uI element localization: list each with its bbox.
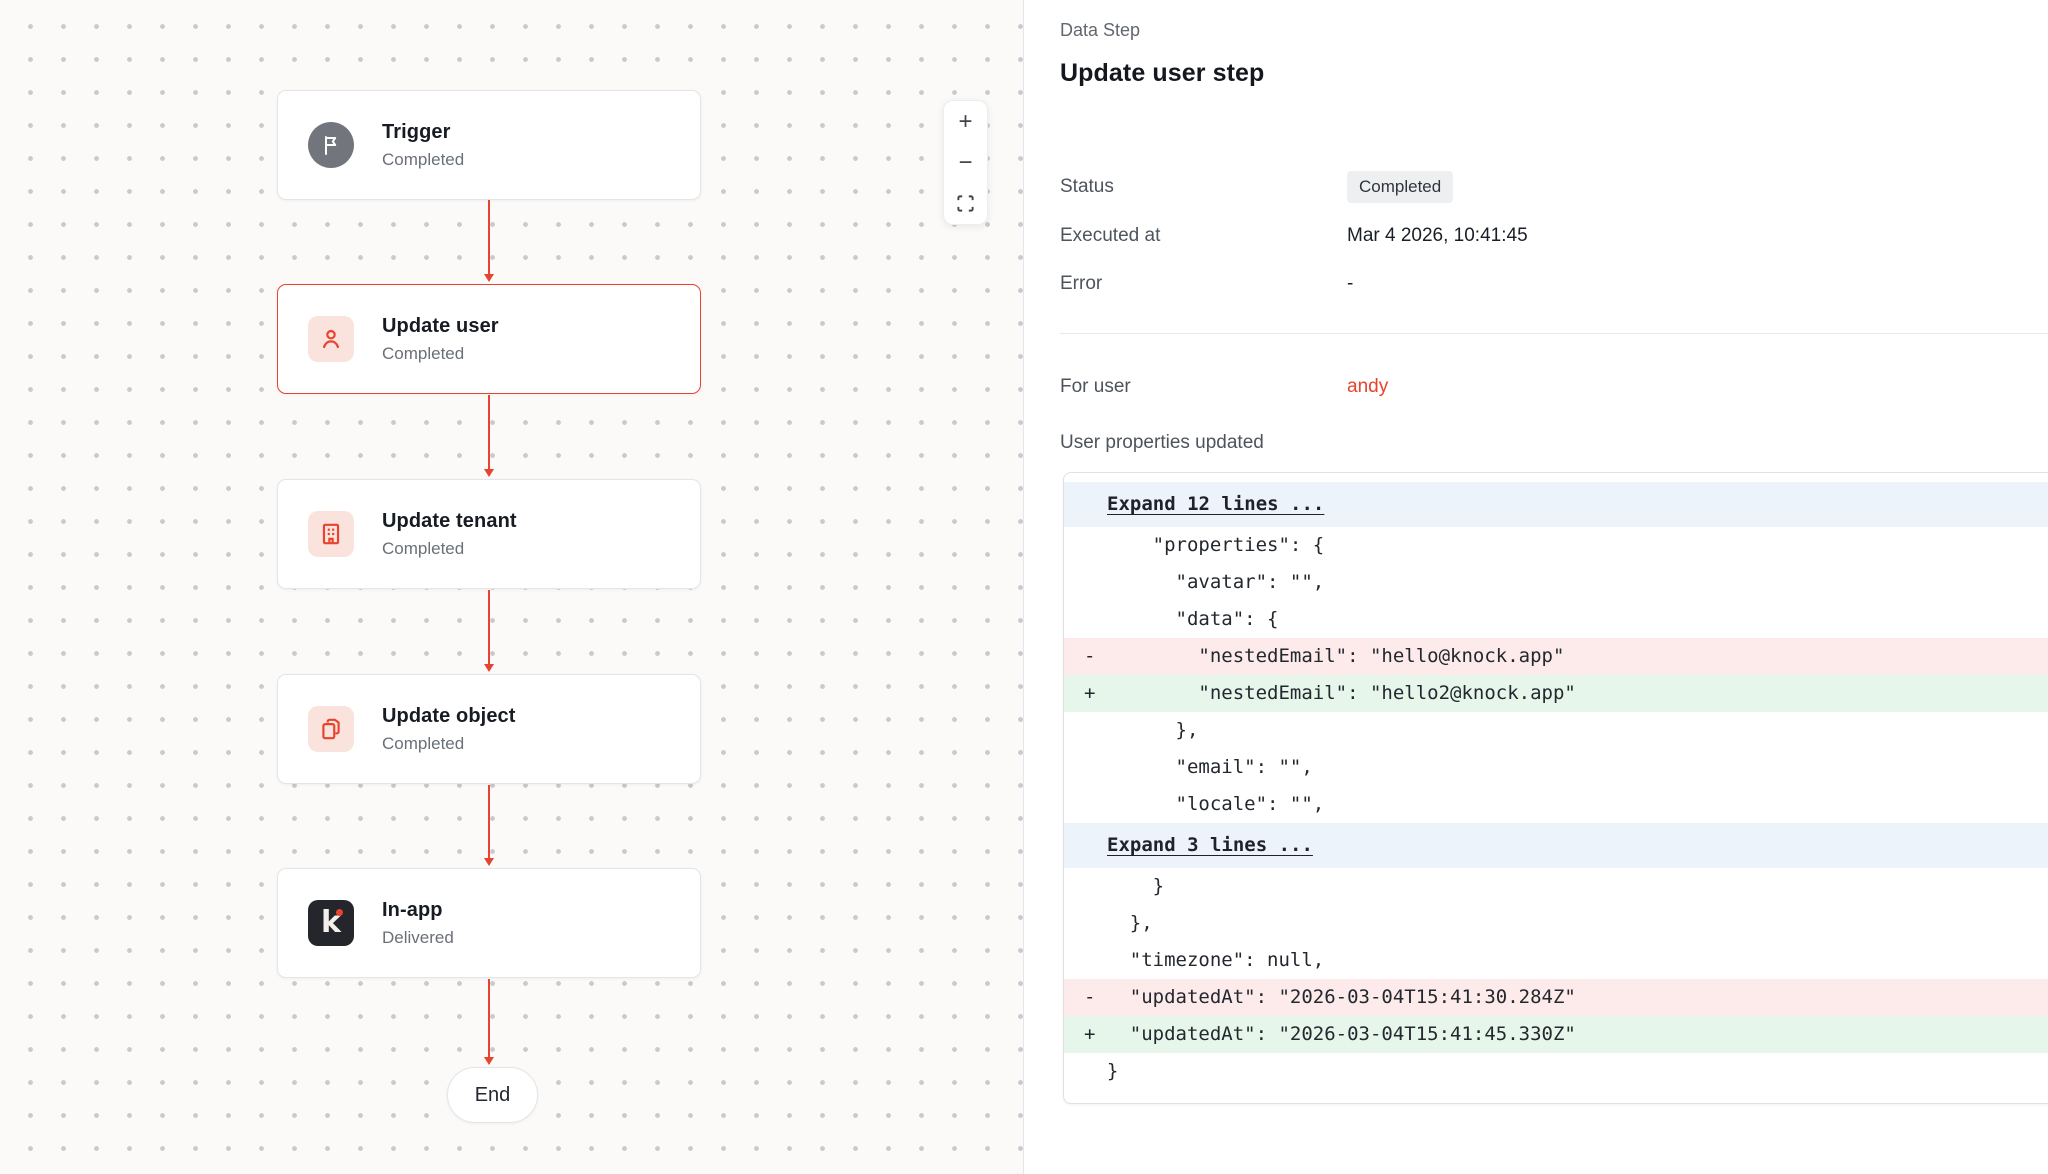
flow-connector [483, 395, 494, 477]
node-update-tenant[interactable]: Update tenant Completed [277, 479, 701, 589]
node-in-app[interactable]: k In-app Delivered [277, 868, 701, 978]
step-detail-panel: Data Step Update user step Status Comple… [1024, 0, 2048, 1174]
node-status: Delivered [382, 927, 454, 947]
zoom-in-button[interactable]: + [944, 101, 987, 142]
diff-context-row: "properties": { [1084, 534, 1325, 556]
flag-icon [308, 122, 354, 168]
zoom-toolbar: + − [943, 100, 988, 225]
user-properties-diff: Expand 12 lines ... "properties": { "ava… [1063, 472, 2048, 1104]
flow-connector [483, 590, 494, 672]
node-status: Completed [382, 149, 465, 169]
node-status: Completed [382, 343, 465, 363]
error-value: - [1347, 273, 1354, 294]
user-link[interactable]: andy [1347, 376, 1389, 397]
zoom-out-button[interactable]: − [944, 142, 987, 183]
page-title: Update user step [1060, 59, 1265, 87]
step-type-label: Data Step [1060, 20, 1141, 40]
node-trigger[interactable]: Trigger Completed [277, 90, 701, 200]
panel-divider [1023, 0, 1024, 1174]
error-label: Error [1060, 273, 1103, 294]
diff-context-row: "avatar": "", [1084, 571, 1325, 593]
error-field: Error - [1060, 266, 2024, 302]
diff-added-row: + "updatedAt": "2026-03-04T15:41:45.330Z… [1064, 1016, 2048, 1053]
node-status: Completed [382, 538, 465, 558]
knock-logo: k [308, 900, 354, 946]
flow-connector [483, 200, 494, 282]
flow-connector [483, 785, 494, 866]
flow-connector [483, 979, 494, 1065]
diff-added-row: + "nestedEmail": "hello2@knock.app" [1064, 675, 2048, 712]
node-title: Update tenant [382, 509, 517, 532]
node-title: Trigger [382, 120, 451, 143]
expand-link[interactable]: Expand 3 lines ... [1107, 834, 1313, 856]
node-status: Completed [382, 733, 465, 753]
diff-removed-row: - "updatedAt": "2026-03-04T15:41:30.284Z… [1064, 979, 2048, 1016]
node-title: Update user [382, 314, 499, 337]
fit-view-button[interactable] [944, 183, 987, 224]
executed-at-field: Executed at Mar 4 2026, 10:41:45 [1060, 218, 2024, 254]
expand-link[interactable]: Expand 12 lines ... [1107, 493, 1325, 515]
fit-view-icon [957, 195, 974, 212]
status-field: Status Completed [1060, 166, 2024, 208]
diff-context-row: } [1084, 875, 1165, 897]
diff-context-row: }, [1084, 912, 1153, 934]
section-heading: User properties updated [1060, 432, 1264, 453]
diff-expand-row: Expand 12 lines ... [1064, 482, 2048, 527]
node-end[interactable]: End [447, 1067, 538, 1123]
executed-at-value: Mar 4 2026, 10:41:45 [1347, 225, 1528, 246]
diff-context-row: } [1084, 1060, 1119, 1082]
node-update-user[interactable]: Update user Completed [277, 284, 701, 394]
for-user-label: For user [1060, 376, 1131, 397]
diff-context-row: "locale": "", [1084, 793, 1325, 815]
user-icon [308, 316, 354, 362]
diff-context-row: "data": { [1084, 608, 1279, 630]
workflow-canvas[interactable]: Trigger Completed Update user Completed [0, 0, 1023, 1174]
section-divider [1060, 333, 2048, 334]
executed-at-label: Executed at [1060, 225, 1161, 246]
copy-icon [308, 706, 354, 752]
for-user-field: For user andy [1060, 369, 2024, 405]
status-label: Status [1060, 176, 1114, 197]
node-title: In-app [382, 898, 443, 921]
diff-context-row: "email": "", [1084, 756, 1313, 778]
status-badge: Completed [1347, 171, 1454, 203]
diff-expand-row: Expand 3 lines ... [1064, 823, 2048, 868]
node-update-object[interactable]: Update object Completed [277, 674, 701, 784]
diff-context-row: "timezone": null, [1084, 949, 1325, 971]
node-title: Update object [382, 704, 516, 727]
end-label: End [474, 1083, 511, 1106]
diff-removed-row: - "nestedEmail": "hello@knock.app" [1064, 638, 2048, 675]
building-icon [308, 511, 354, 557]
diff-context-row: }, [1084, 719, 1199, 741]
